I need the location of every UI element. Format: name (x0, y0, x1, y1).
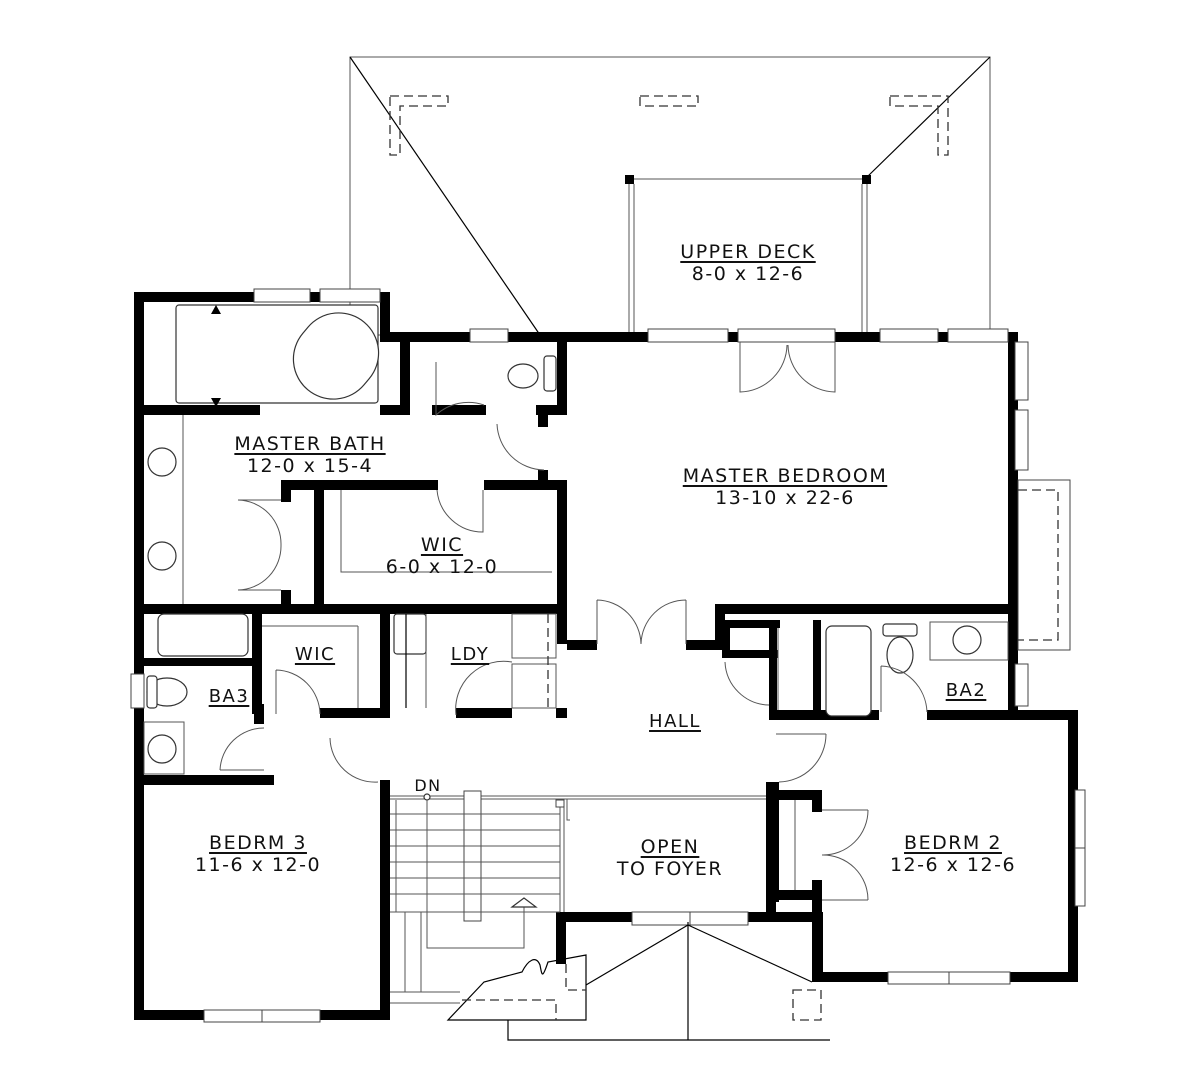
room-name: BA2 (945, 680, 987, 701)
fixtures (143, 304, 1009, 890)
room-label-ba2: BA2 (946, 682, 987, 700)
exterior-walls (134, 292, 1078, 1020)
room-label-master-bedroom: MASTER BEDROOM 13-10 x 22-6 (683, 467, 887, 508)
room-label-bedroom-2: BEDRM 2 12-6 x 12-6 (890, 834, 1016, 875)
room-dimensions: 13-10 x 22-6 (715, 487, 855, 509)
sink (147, 541, 177, 571)
room-dimensions: 11-6 x 12-0 (194, 854, 322, 876)
room-name: UPPER DECK (680, 241, 816, 263)
room-label-upper-deck: UPPER DECK 8-0 x 12-6 (680, 243, 815, 284)
room-name: WIC (294, 644, 336, 665)
upper-deck-structure (625, 175, 871, 333)
room-label-master-bath: MASTER BATH 12-0 x 15-4 (234, 435, 385, 476)
room-label-laundry: LDY (451, 646, 489, 664)
toilet (507, 363, 539, 389)
room-label-open-to-foyer: OPEN TO FOYER (617, 838, 723, 879)
room-name: MASTER BATH (234, 433, 386, 455)
room-dimensions: 6-0 x 12-0 (385, 556, 499, 578)
room-name: HALL (649, 711, 701, 732)
room-name: BEDRM 2 (904, 832, 1002, 854)
room-label-ba3: BA3 (209, 688, 250, 706)
room-name: BEDRM 3 (209, 832, 307, 854)
room-label-small-wic: WIC (295, 646, 335, 664)
stairs (390, 782, 776, 1004)
room-subtitle: TO FOYER (616, 858, 724, 880)
room-name: LDY (450, 644, 490, 665)
stairs-direction-label: DN (414, 778, 441, 794)
sink (147, 447, 177, 477)
windows (130, 288, 1086, 1023)
room-label-hall: HALL (649, 713, 701, 731)
entry-roof (446, 922, 830, 1041)
room-label-bedroom-3: BEDRM 3 11-6 x 12-0 (195, 834, 321, 875)
doors (219, 342, 928, 901)
room-name: OPEN (640, 836, 700, 858)
room-dimensions: 12-6 x 12-6 (889, 854, 1017, 876)
freestanding-tub (292, 312, 380, 400)
room-name: WIC (420, 534, 464, 556)
roof-outline (349, 56, 991, 336)
stairs-dn-text: DN (414, 776, 442, 795)
interior-walls (144, 342, 1018, 902)
room-name: BA3 (208, 686, 250, 707)
room-dimensions: 8-0 x 12-6 (691, 263, 805, 285)
room-dimensions: 12-0 x 15-4 (246, 455, 374, 477)
room-name: MASTER BEDROOM (682, 465, 888, 487)
room-label-master-wic: WIC 6-0 x 12-0 (386, 536, 498, 577)
